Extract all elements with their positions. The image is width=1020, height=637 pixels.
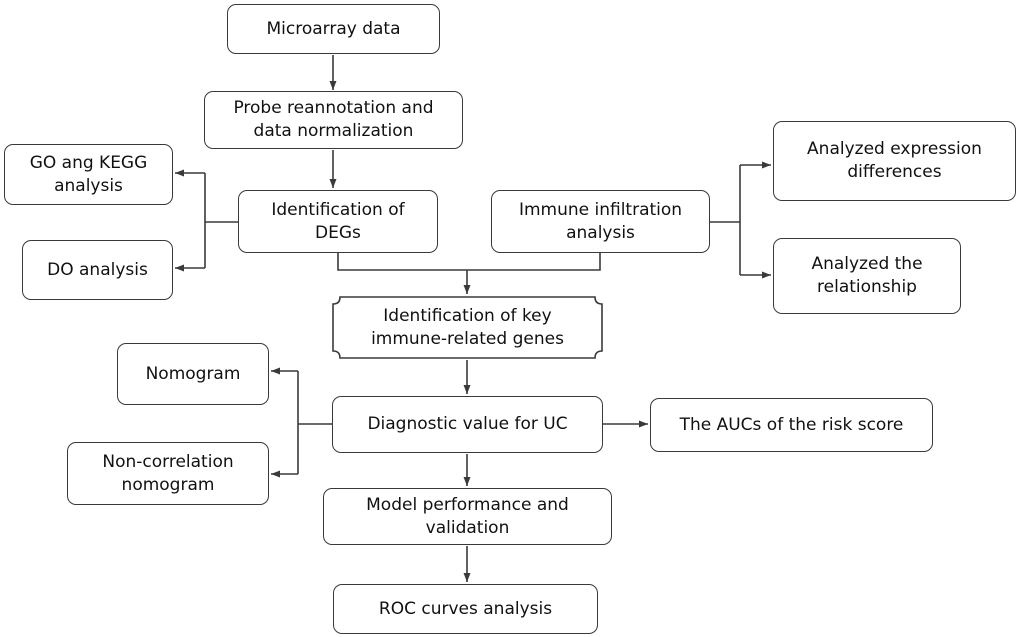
node-identification-of-degs-label: Identification of DEGs <box>271 199 405 243</box>
node-go-kegg-analysis: GO ang KEGG analysis <box>4 144 173 205</box>
node-non-correlation-nomogram-label: Non-correlation nomogram <box>102 451 234 495</box>
node-microarray-data: Microarray data <box>227 4 440 54</box>
node-immune-infiltration-label: Immune infiltration analysis <box>518 199 683 243</box>
node-diagnostic-value: Diagnostic value for UC <box>332 396 603 453</box>
node-analyzed-relationship-label: Analyzed the relationship <box>811 254 923 297</box>
node-microarray-data-label: Microarray data <box>266 18 401 39</box>
node-go-kegg-analysis-label: GO ang KEGG analysis <box>29 152 148 196</box>
node-do-analysis: DO analysis <box>22 240 173 300</box>
node-analyzed-relationship: Analyzed the relationship <box>773 238 961 314</box>
node-aucs-risk-score: The AUCs of the risk score <box>650 398 933 452</box>
node-analyzed-expression-differences: Analyzed expression differences <box>773 121 1016 201</box>
node-probe-reannotation-label: Probe reannotation and data normalizatio… <box>233 98 434 141</box>
node-model-performance: Model performance and validation <box>323 488 612 545</box>
node-nomogram: Nomogram <box>117 343 269 405</box>
node-key-immune-genes: Identification of key immune-related gen… <box>332 296 603 359</box>
node-aucs-risk-score-label: The AUCs of the risk score <box>679 414 904 435</box>
node-identification-of-degs: Identification of DEGs <box>238 190 438 253</box>
node-probe-reannotation: Probe reannotation and data normalizatio… <box>204 91 463 149</box>
node-diagnostic-value-label: Diagnostic value for UC <box>367 414 568 434</box>
node-immune-infiltration: Immune infiltration analysis <box>491 190 710 253</box>
connector-merge <box>337 253 601 271</box>
node-roc-curves-analysis: ROC curves analysis <box>333 584 598 634</box>
node-non-correlation-nomogram: Non-correlation nomogram <box>67 442 269 505</box>
node-analyzed-expression-differences-label: Analyzed expression differences <box>807 139 982 182</box>
node-model-performance-label: Model performance and validation <box>366 494 569 538</box>
node-nomogram-label: Nomogram <box>145 363 241 384</box>
node-roc-curves-analysis-label: ROC curves analysis <box>378 598 553 619</box>
node-do-analysis-label: DO analysis <box>47 259 148 280</box>
notched-frame <box>332 296 603 359</box>
node-key-immune-genes-label: Identification of key immune-related gen… <box>371 305 564 349</box>
